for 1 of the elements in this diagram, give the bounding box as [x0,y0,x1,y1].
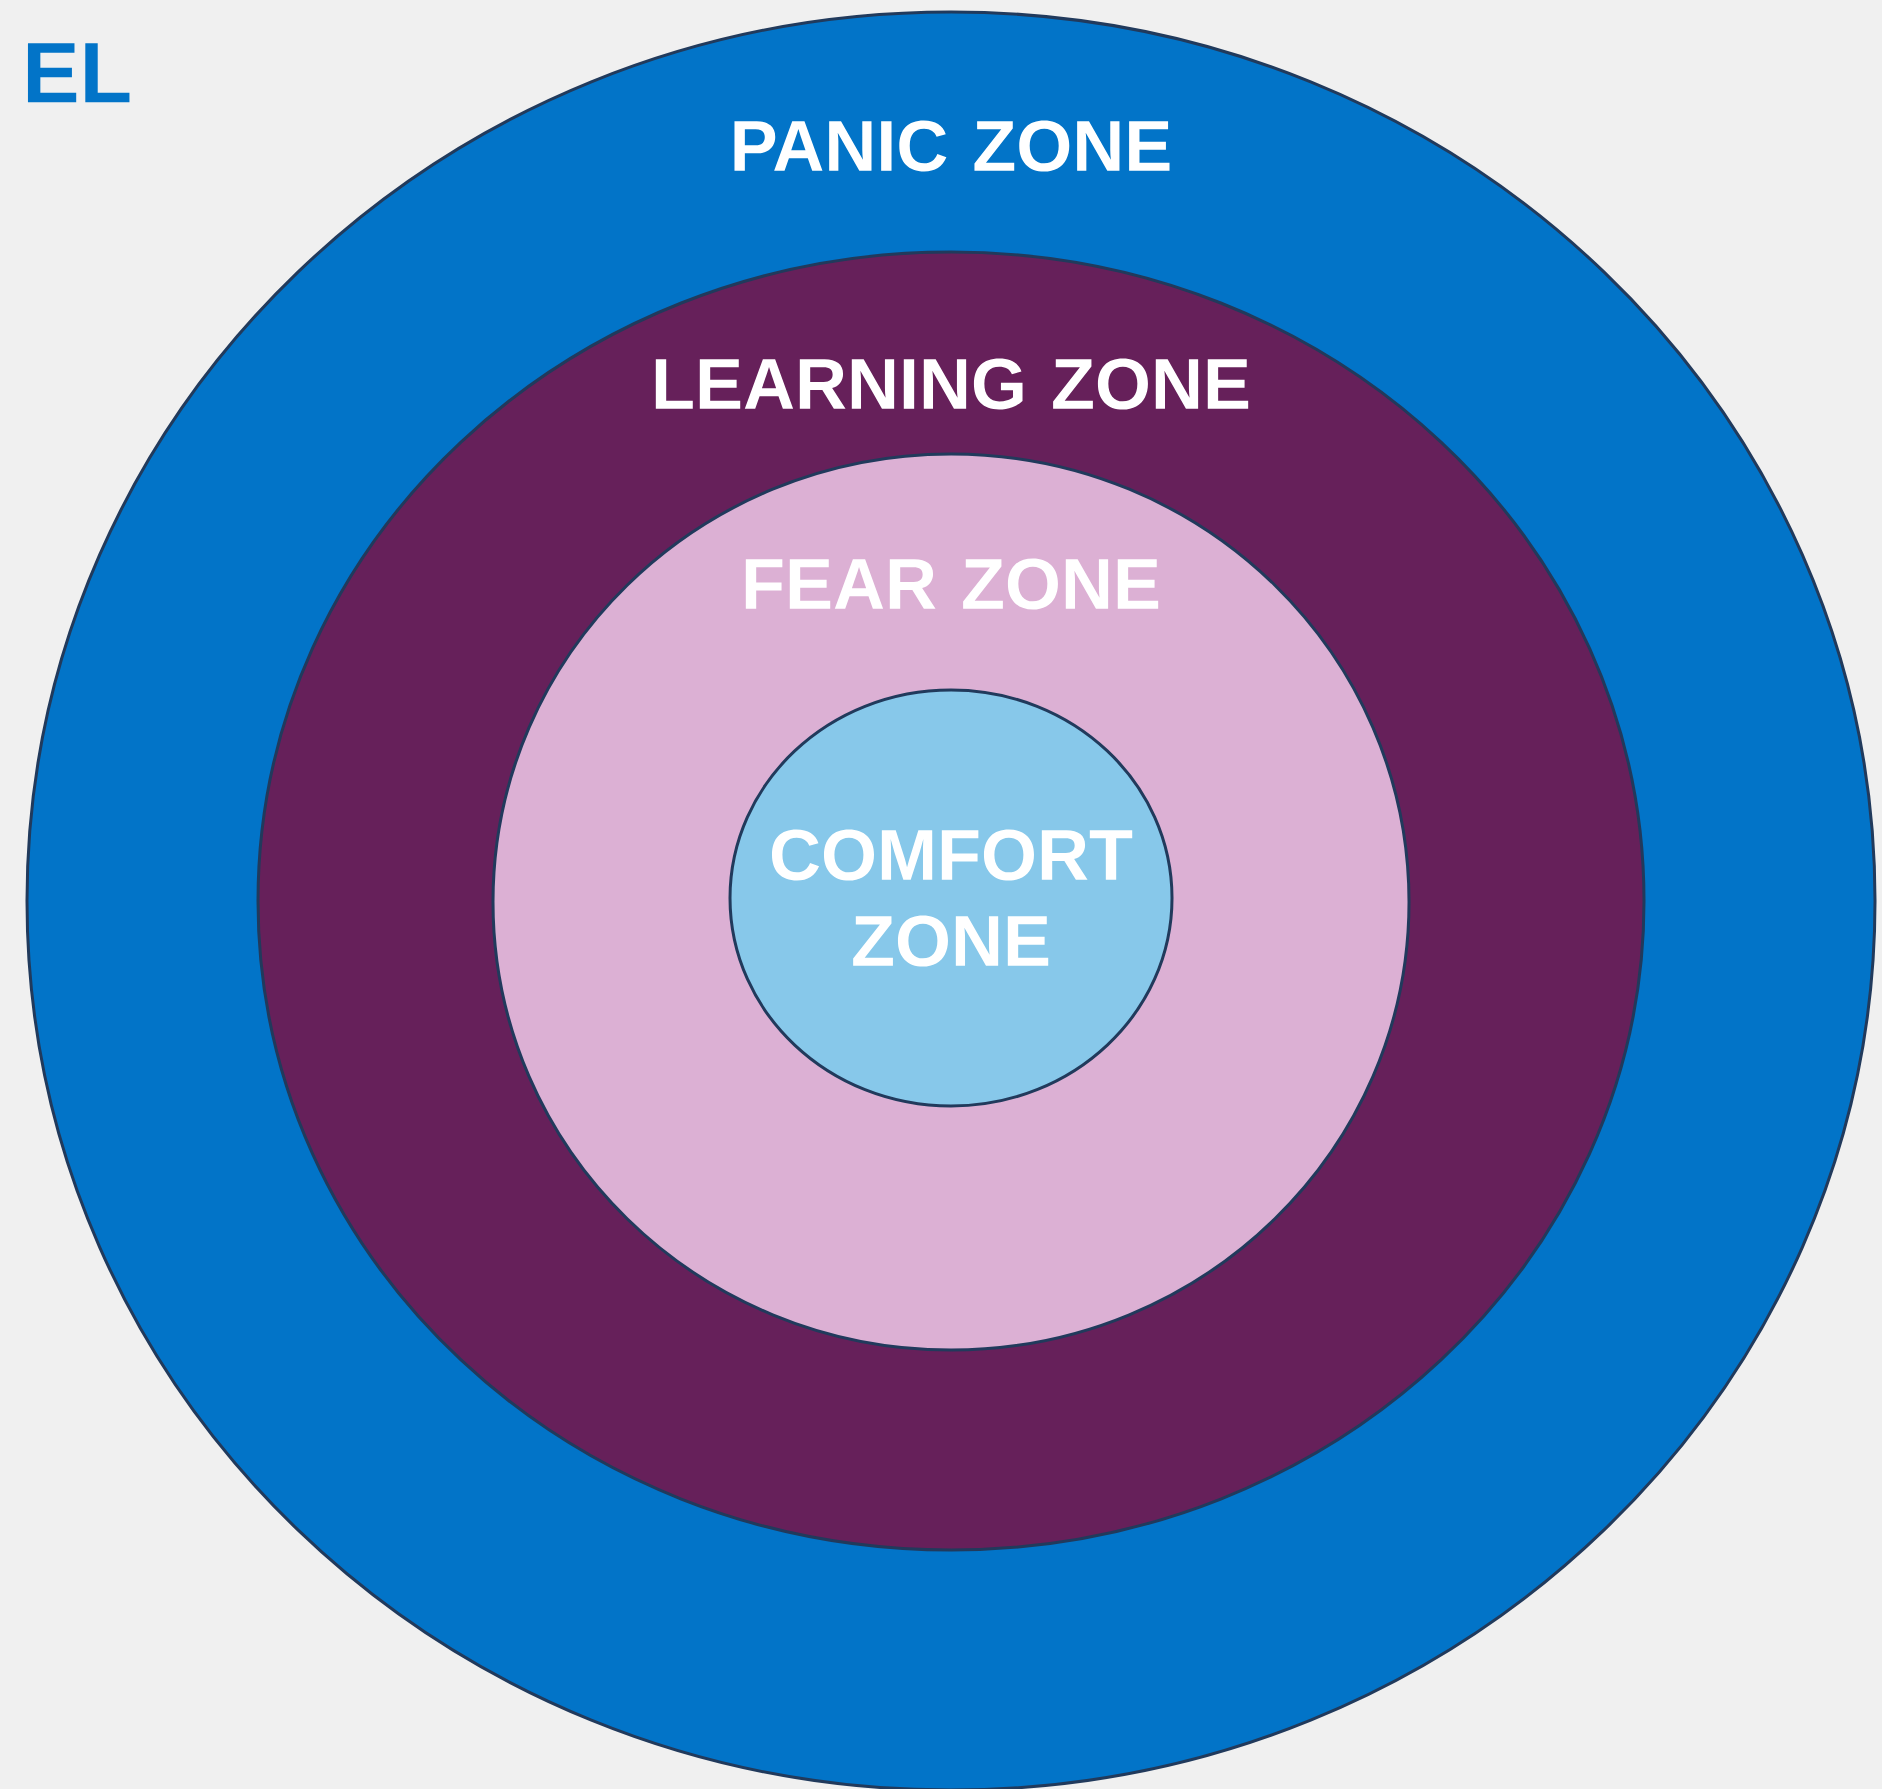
title-text: EL [27,43,130,103]
